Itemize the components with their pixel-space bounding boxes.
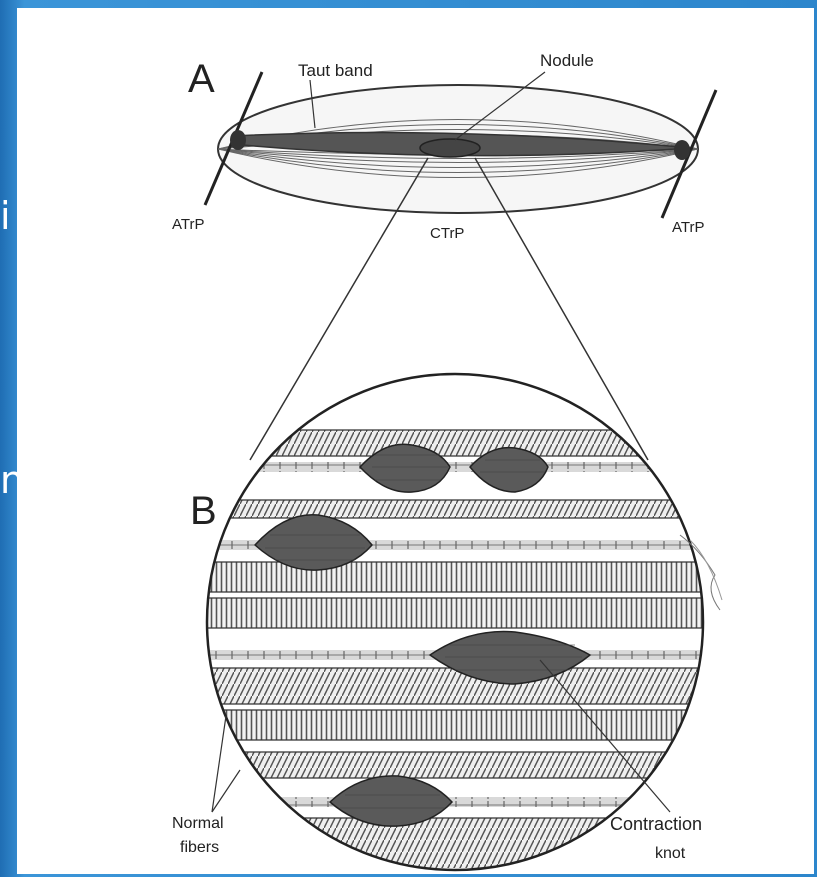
- taut-band-label: Taut band: [298, 61, 373, 80]
- nodule: [420, 139, 480, 157]
- panel-a-letter: A: [188, 57, 215, 101]
- normal-fibers-label-line1: Normal: [172, 815, 224, 832]
- nodule-label: Nodule: [540, 51, 594, 70]
- magnified-fiber-circle: [200, 374, 722, 870]
- atrp-left-label: ATrP: [172, 216, 205, 233]
- contraction-knot-label-line1: Contraction: [610, 814, 702, 834]
- panel-b-letter: B: [190, 489, 217, 533]
- contraction-knot-label-line2: knot: [655, 845, 686, 862]
- normal-fibers-label-line2: fibers: [180, 839, 219, 856]
- muscle-illustration: [205, 72, 716, 218]
- ctrp-label: CTrP: [430, 225, 464, 242]
- atrp-right-label: ATrP: [672, 219, 705, 236]
